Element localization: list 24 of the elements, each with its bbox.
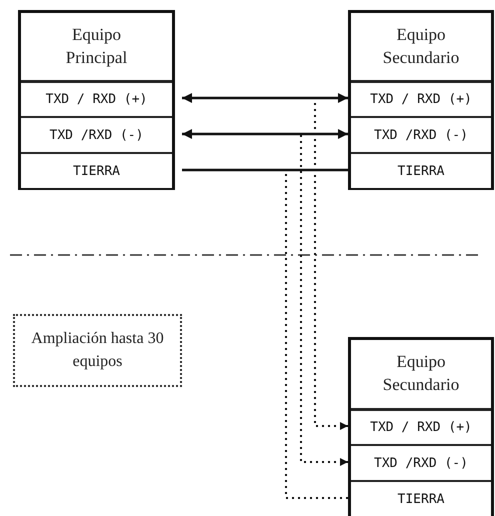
signal-row — [21, 152, 172, 188]
device-title: Equipo Secundario — [382, 351, 460, 396]
note-text: Ampliación hasta 30 equipos — [30, 329, 165, 372]
device-title: Equipo Principal — [64, 24, 128, 69]
device-box — [18, 10, 175, 190]
signal-label: TXD / RXD (+) — [46, 92, 148, 107]
signal-label: TIERRA — [398, 492, 444, 506]
dotted-connector — [182, 169, 348, 499]
signal-label: TXD / RXD (+) — [370, 420, 472, 435]
connector-arrow — [182, 129, 348, 139]
dotted-connector — [182, 97, 348, 430]
signal-label: TXD /RXD (-) — [374, 456, 468, 470]
signal-row — [351, 480, 491, 516]
signal-label: TXD /RXD (-) — [50, 128, 144, 142]
connector-arrow — [182, 93, 348, 103]
signal-label: TXD /RXD (-) — [374, 128, 468, 142]
note-box — [13, 314, 182, 387]
signal-row — [351, 152, 491, 188]
device-box — [348, 10, 494, 190]
signal-label: TXD / RXD (+) — [370, 92, 472, 107]
signal-label: TIERRA — [73, 164, 120, 178]
device-title: Equipo Secundario — [382, 24, 460, 68]
signal-label: TIERRA — [398, 164, 444, 178]
device-box — [348, 337, 494, 516]
